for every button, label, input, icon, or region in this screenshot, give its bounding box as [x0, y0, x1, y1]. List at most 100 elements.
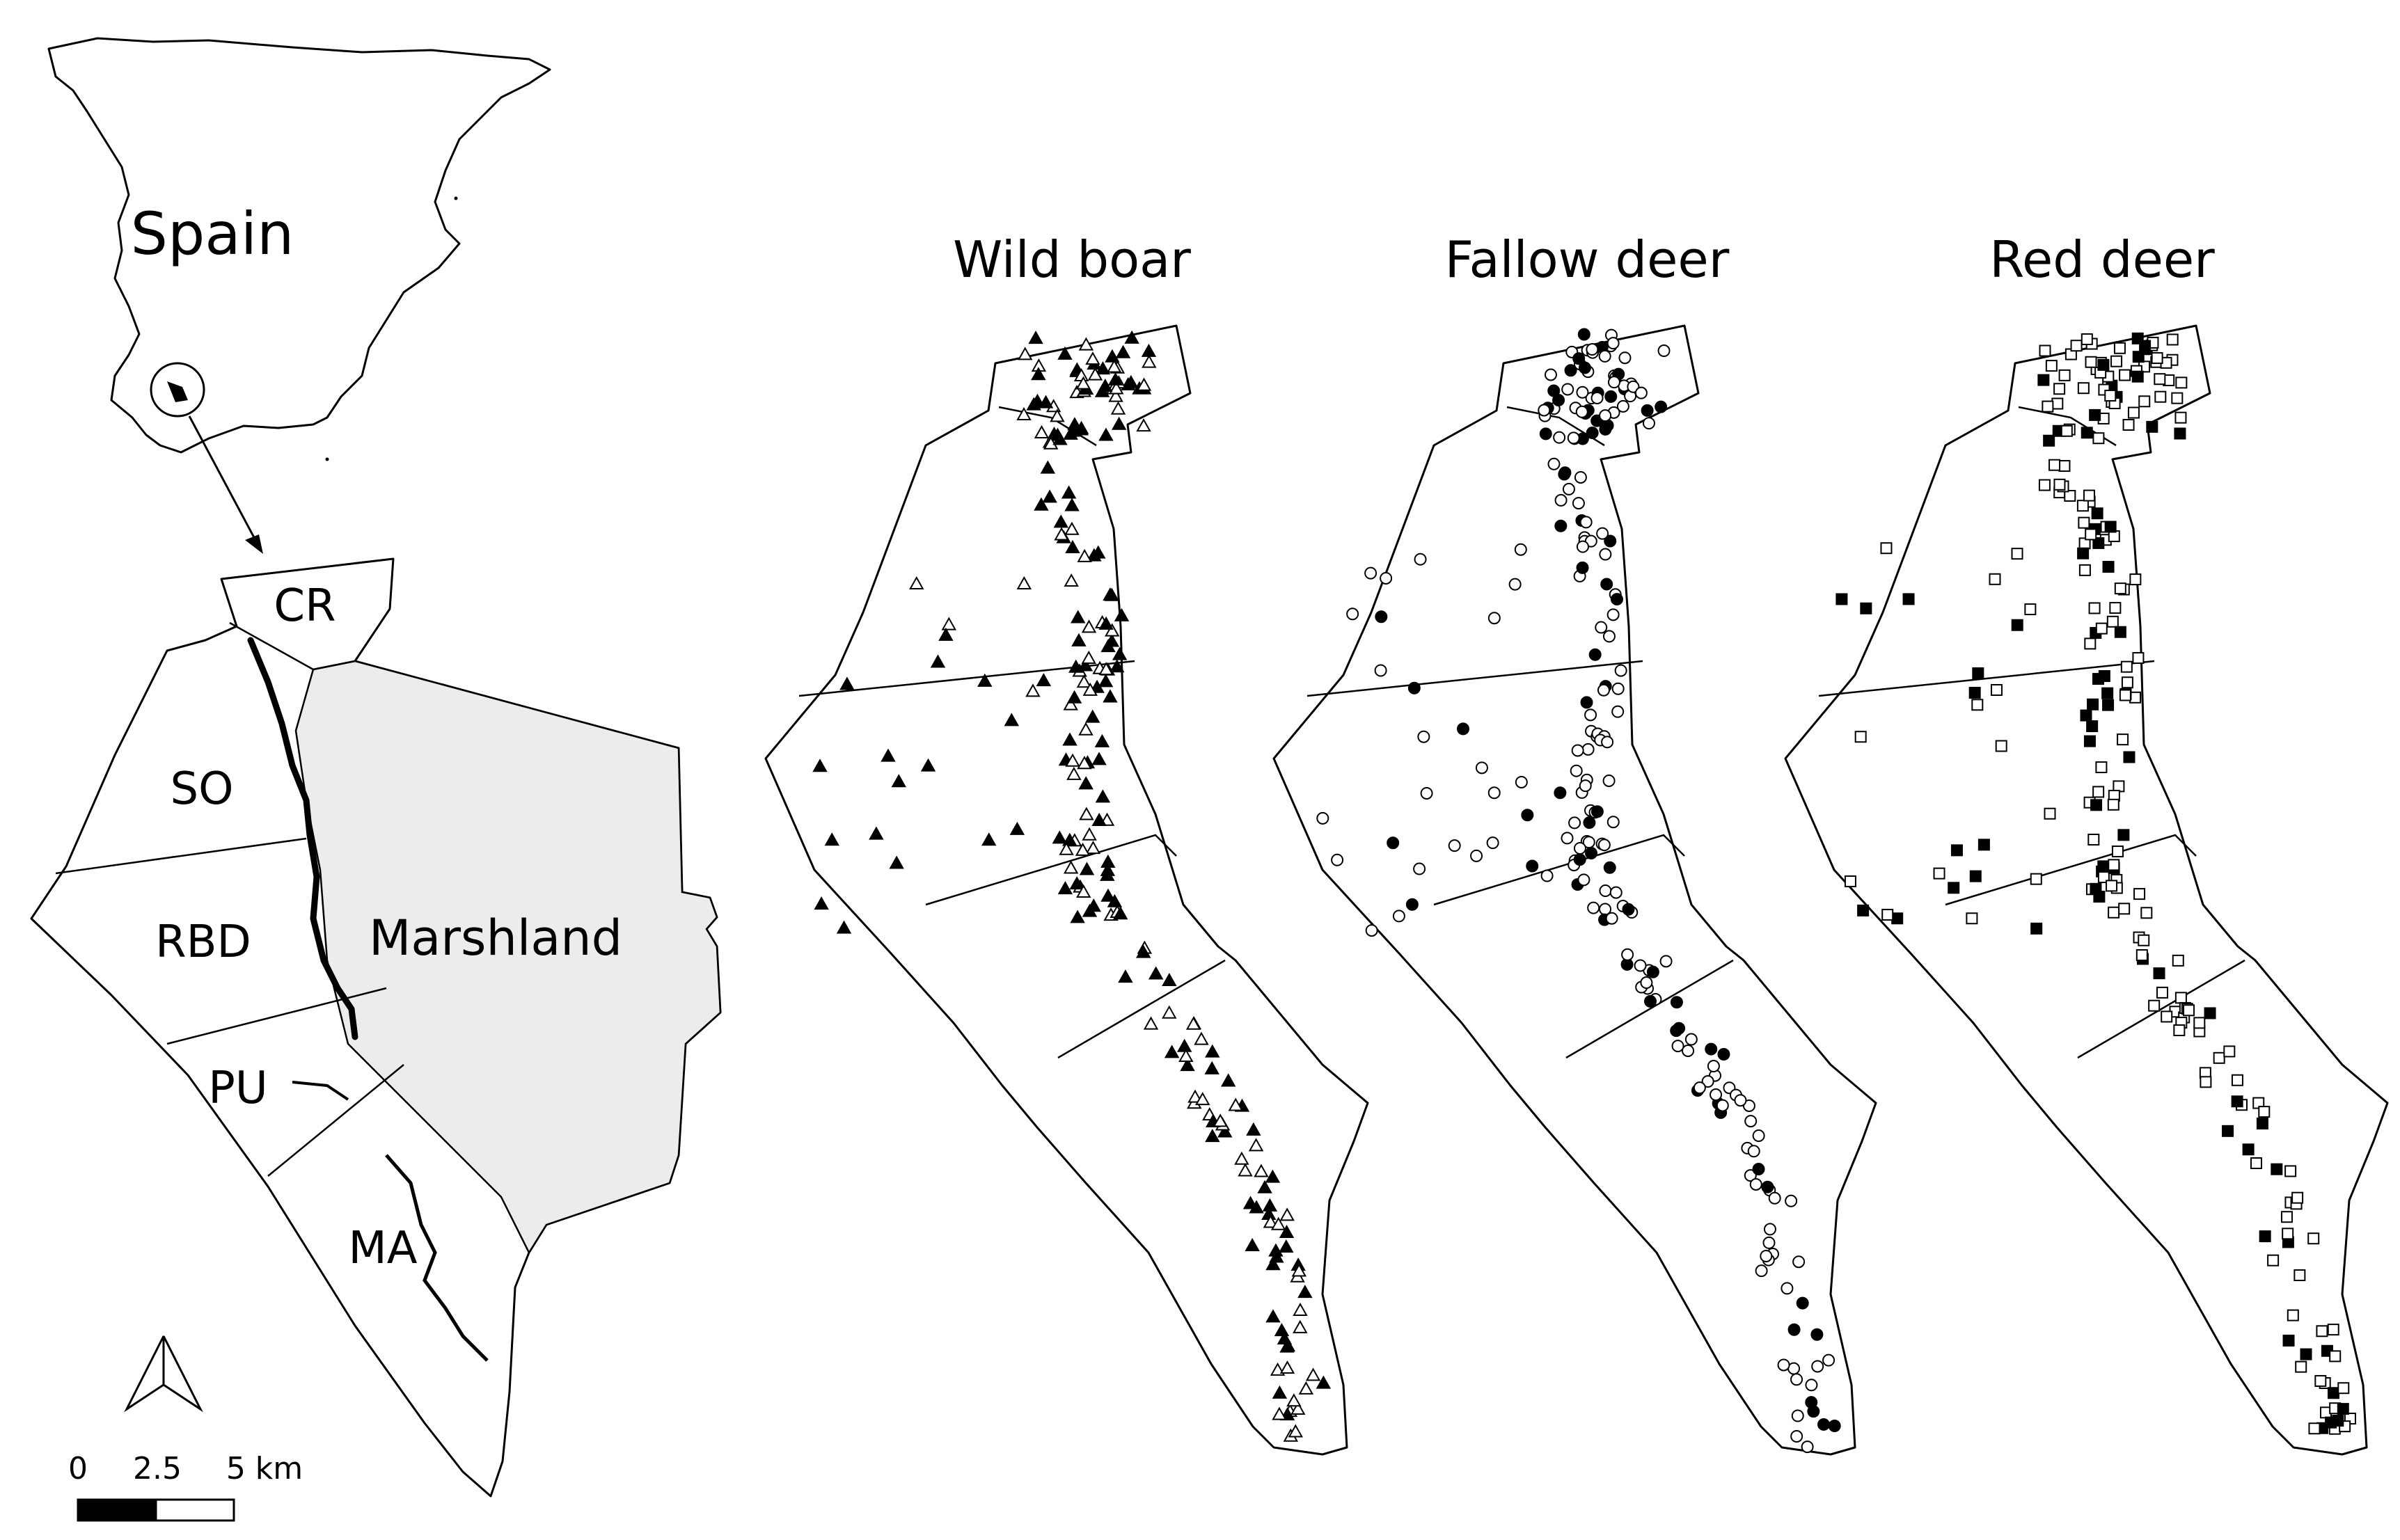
record-marker — [1115, 344, 1131, 358]
record-marker — [1470, 849, 1483, 862]
record-marker — [1475, 761, 1488, 775]
record-marker — [1611, 682, 1625, 695]
locator-arrowhead-icon — [245, 534, 263, 554]
record-marker — [1064, 573, 1079, 587]
record-marker — [1063, 860, 1079, 874]
record-marker — [2129, 573, 2142, 586]
record-marker — [981, 832, 997, 846]
record-marker — [2042, 400, 2054, 413]
record-marker — [2123, 751, 2135, 763]
record-marker — [2172, 954, 2184, 967]
record-marker — [1061, 485, 1077, 499]
record-marker — [1111, 416, 1127, 430]
record-marker — [2092, 786, 2105, 798]
record-marker — [1016, 575, 1032, 589]
boundary-cr — [229, 621, 356, 671]
record-marker — [1086, 898, 1101, 912]
record-marker — [2090, 882, 2102, 895]
record-marker — [1081, 619, 1097, 633]
boundary-cr — [998, 406, 1097, 447]
record-marker — [1586, 427, 1599, 440]
record-marker — [2300, 1348, 2312, 1360]
record-marker — [909, 575, 924, 589]
record-marker — [1508, 578, 1522, 591]
record-marker — [1248, 1138, 1264, 1152]
record-marker — [1288, 1424, 1303, 1438]
record-marker — [920, 758, 936, 772]
record-marker — [2114, 626, 2126, 638]
record-marker — [1205, 1044, 1220, 1058]
record-marker — [2011, 619, 2023, 631]
record-marker — [1457, 722, 1470, 736]
locator-arrow — [188, 415, 258, 542]
record-marker — [1762, 1236, 1776, 1249]
record-marker — [2166, 333, 2179, 346]
record-marker — [1860, 602, 1872, 614]
record-marker — [1561, 832, 1574, 845]
scale-bar: 0 2.5 5 km — [68, 1451, 303, 1522]
record-marker — [1078, 776, 1094, 790]
record-marker — [1269, 1249, 1284, 1263]
record-marker — [1085, 709, 1100, 723]
record-marker — [1657, 344, 1671, 358]
record-marker — [1245, 1238, 1260, 1252]
record-marker — [2087, 698, 2099, 711]
record-marker — [2108, 859, 2120, 871]
record-marker — [2267, 1254, 2280, 1267]
record-marker — [1075, 376, 1091, 390]
record-marker — [1602, 774, 1616, 787]
record-marker — [1076, 884, 1091, 898]
panel-title: Fallow deer — [1445, 230, 1730, 289]
scale-tick-2-5: 2.5 — [133, 1451, 182, 1486]
boundary-rbd-pu — [1433, 834, 1685, 906]
record-marker — [2183, 1004, 2195, 1017]
record-marker — [814, 896, 829, 910]
record-marker — [1085, 841, 1101, 855]
record-marker — [1018, 347, 1033, 360]
record-points — [1316, 328, 1841, 1454]
boundary-pu-ma — [1565, 959, 1734, 1059]
record-marker — [1603, 861, 1616, 874]
record-marker — [1607, 376, 1620, 389]
record-marker — [1124, 330, 1139, 344]
record-marker — [1077, 548, 1092, 562]
boundary-rbd-pu — [925, 834, 1177, 906]
base-map: CR SO RBD PU MA Marshland — [30, 557, 722, 1498]
record-marker — [1053, 514, 1069, 528]
record-marker — [1995, 740, 2007, 752]
record-marker — [1572, 497, 1585, 510]
record-marker — [2135, 948, 2148, 961]
record-marker — [1270, 1216, 1286, 1230]
record-marker — [1414, 553, 1427, 566]
record-marker — [1077, 756, 1092, 770]
record-marker — [2256, 1118, 2268, 1130]
record-marker — [1079, 862, 1095, 875]
record-marker — [1136, 377, 1152, 391]
record-marker — [1538, 404, 1551, 417]
record-marker — [1586, 343, 1599, 356]
record-marker — [1616, 399, 1629, 413]
record-marker — [1552, 394, 1565, 407]
record-marker — [1103, 587, 1118, 601]
zone-label-pu: PU — [208, 1063, 267, 1114]
record-marker — [1081, 650, 1096, 664]
record-marker — [1148, 966, 1164, 980]
record-marker — [1305, 1367, 1321, 1381]
record-marker — [1136, 944, 1151, 958]
record-marker — [1234, 1151, 1249, 1165]
record-marker — [1293, 1319, 1308, 1333]
record-marker — [1744, 1115, 1758, 1128]
record-marker — [2131, 370, 2144, 383]
record-marker — [1098, 662, 1114, 676]
record-marker — [1109, 381, 1124, 395]
record-marker — [930, 654, 946, 668]
record-marker — [1881, 908, 1894, 921]
record-marker — [1659, 955, 1673, 968]
record-marker — [1364, 566, 1377, 580]
record-marker — [2258, 1106, 2271, 1118]
record-marker — [2294, 1269, 2306, 1282]
record-marker — [2053, 383, 2066, 395]
scale-tick-5km: 5 km — [226, 1451, 303, 1486]
record-marker — [1098, 616, 1114, 630]
record-marker — [2058, 460, 2071, 473]
